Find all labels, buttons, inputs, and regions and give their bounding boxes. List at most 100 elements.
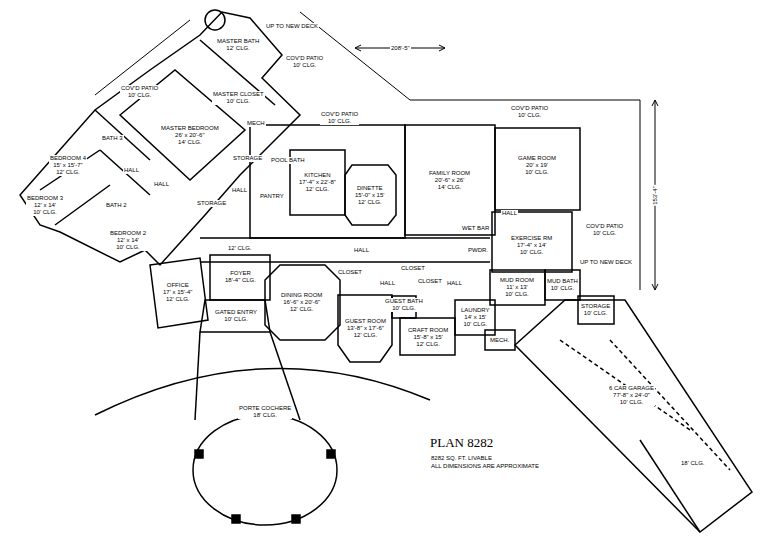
room-label: PANTRY [259, 193, 285, 200]
room-detail: 12' CLG. [299, 186, 336, 193]
room-name: COV'D PATIO [511, 105, 548, 112]
room-name: DINING ROOM [281, 292, 322, 299]
room-label: BEDROOM 312' x 14'10' CLG. [26, 195, 64, 216]
room-detail: 13'-8" x 17'-6" [345, 325, 386, 332]
room-label: DINETTE15'-0" x 15'12' CLG. [354, 185, 385, 206]
room-detail: 10' CLG. [461, 321, 490, 328]
room-name: PWDR. [468, 247, 488, 254]
room-name: LAUNDRY [461, 307, 490, 314]
room-label: COV'D PATIO10' CLG. [120, 85, 159, 99]
room-detail: 15'-0" x 15' [355, 192, 384, 199]
room-name: MUD BATH [547, 278, 578, 285]
room-label: MUD ROOM11' x 13'10' CLG. [499, 277, 535, 298]
room-detail: 10' CLG. [286, 62, 323, 69]
room-detail: 10' CLG. [213, 98, 264, 105]
plan-title: PLAN 8282 [430, 436, 493, 450]
room-label: MECH. [489, 337, 510, 344]
room-detail: 10' CLG. [511, 112, 548, 119]
room-name: STORAGE [581, 303, 610, 310]
room-label: FAMILY ROOM20'-6" x 26'14' CLG. [428, 170, 471, 191]
room-name: HALL [502, 210, 517, 217]
room-name: BATH 2 [106, 202, 127, 209]
room-label: MASTER BEDROOM26' x 20'-6"14' CLG. [160, 125, 220, 146]
room-label: COV'D PATIO10' CLG. [510, 105, 549, 119]
room-label: EXERCISE RM17'-4" x 14'10' CLG. [510, 235, 553, 256]
room-name: OFFICE [163, 282, 192, 289]
room-label: PWDR. [467, 247, 489, 254]
room-label: STORAGE [232, 155, 263, 162]
room-detail: 10' CLG. [511, 249, 552, 256]
room-name: STORAGE [233, 155, 262, 162]
room-detail: 12' CLG. [355, 199, 384, 206]
room-label: GATED ENTRY10' CLG. [214, 309, 258, 323]
room-name: MECH. [490, 337, 509, 344]
note: UP TO NEW DECK [579, 259, 633, 266]
room-detail: 12' CLG. [408, 341, 448, 348]
room-label: STORAGE10' CLG. [580, 303, 611, 317]
room-detail: 12' CLG. [345, 332, 386, 339]
room-name: PORTE COCHERE [239, 405, 291, 412]
room-label: POOL BATH [270, 157, 306, 164]
room-label: OFFICE17' x 15'-4"12' CLG. [162, 282, 193, 303]
room-label: BEDROOM 415' x 15'-7"12' CLG. [49, 155, 87, 176]
room-detail: 17'-4" x 14' [511, 242, 552, 249]
room-detail: 12' CLG. [281, 306, 322, 313]
room-detail: 77'-8" x 24'-0" [609, 392, 654, 399]
room-label: HALL [446, 280, 463, 287]
room-label: CLOSET [400, 265, 426, 272]
room-label: BATH 2 [105, 202, 128, 209]
room-name: COV'D PATIO [586, 223, 623, 230]
room-label: COV'D PATIO10' CLG. [585, 223, 624, 237]
room-name: COV'D PATIO [321, 111, 358, 118]
room-label: KITCHEN17'-4" x 22'-8"12' CLG. [298, 172, 337, 193]
room-detail: 12' CLG. [163, 296, 192, 303]
note: 8282 SQ. FT. LIVABLE [430, 455, 493, 462]
room-name: FAMILY ROOM [429, 170, 470, 177]
room-name: CLOSET [418, 278, 442, 285]
room-detail: 10' CLG. [321, 118, 358, 125]
dimension: 208'-5" [390, 45, 411, 52]
room-detail: 10' CLG. [27, 209, 63, 216]
room-label: PORTE COCHERE18' CLG. [238, 405, 292, 419]
room-name: BEDROOM 2 [110, 230, 146, 237]
room-detail: 10' CLG. [586, 230, 623, 237]
room-detail: 17'-4" x 22'-8" [299, 179, 336, 186]
room-name: HALL [124, 167, 139, 174]
room-name: HALL [232, 187, 247, 194]
room-label: BATH 3 [101, 135, 124, 142]
room-detail: 10' CLG. [581, 310, 610, 317]
room-name: KITCHEN [299, 172, 336, 179]
room-label: HALL [501, 210, 518, 217]
room-label: HALL [231, 187, 248, 194]
room-detail: 14' x 15' [461, 314, 490, 321]
room-detail: 10' CLG. [518, 169, 556, 176]
room-name: FOYER [225, 270, 256, 277]
room-name: MUD ROOM [500, 277, 534, 284]
room-label: LAUNDRY14' x 15'10' CLG. [460, 307, 491, 328]
room-name: GATED ENTRY [215, 309, 257, 316]
room-name: HALL [380, 280, 395, 287]
room-name: WET BAR [462, 225, 489, 232]
room-label: CLOSET [417, 278, 443, 285]
room-label: CLOSET [337, 269, 363, 276]
room-detail: 20' x 19' [518, 162, 556, 169]
room-detail: 12' CLG. [50, 169, 86, 176]
room-label: DINING ROOM16'-6" x 20'-6"12' CLG. [280, 292, 323, 313]
room-label: HALL [153, 181, 170, 188]
room-name: GUEST ROOM [345, 318, 386, 325]
room-detail: 14' CLG. [429, 184, 470, 191]
room-label: BEDROOM 212' x 14'10' CLG. [109, 230, 147, 251]
room-detail: 12' CLG. [217, 45, 259, 52]
room-label: FOYER18'-4" CLG. [224, 270, 257, 284]
room-label: HALL [123, 167, 140, 174]
room-label: 12' CLG. [227, 245, 253, 252]
room-detail: 18'-4" CLG. [225, 277, 256, 284]
room-detail: 26' x 20'-6" [161, 132, 219, 139]
room-label: GAME ROOM20' x 19'10' CLG. [517, 155, 557, 176]
dimension: 153'-4" [652, 185, 659, 206]
room-name: COV'D PATIO [121, 85, 158, 92]
room-name: STORAGE [197, 200, 226, 207]
room-label: GUEST BATH10' CLG. [384, 298, 424, 312]
